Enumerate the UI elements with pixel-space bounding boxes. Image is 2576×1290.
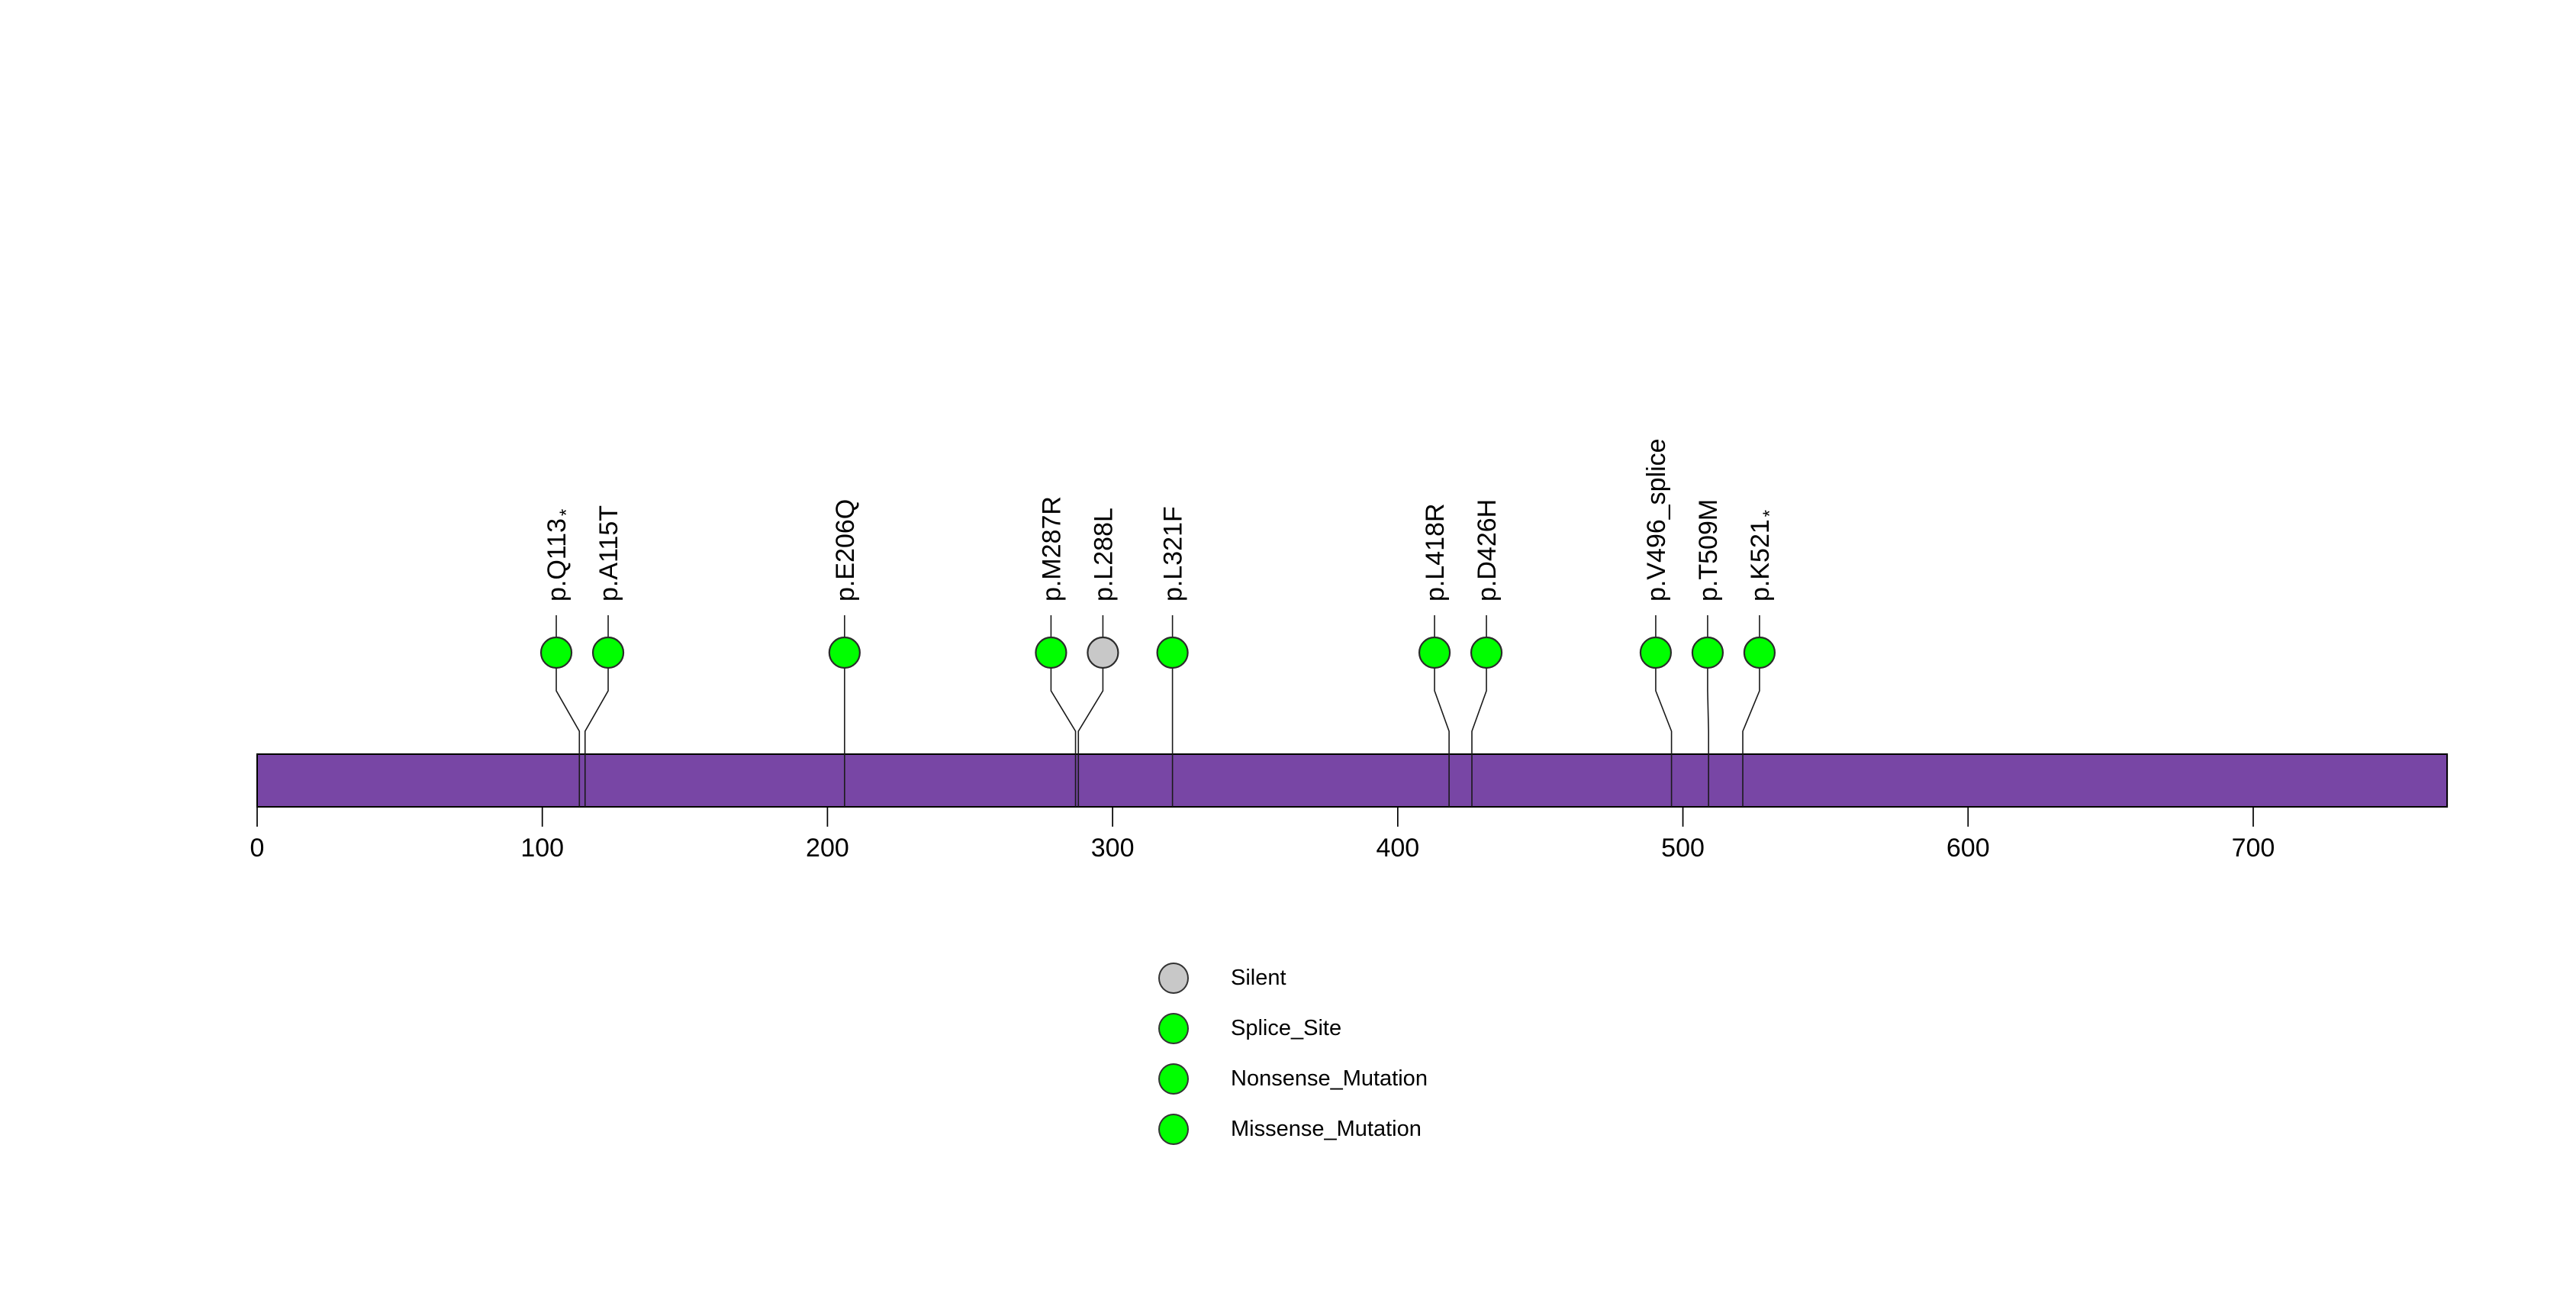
mutation-label: p.Q113* <box>543 509 577 601</box>
axis-tick-label: 300 <box>1091 834 1135 863</box>
lollipop-circle <box>1035 636 1067 669</box>
lollipop-circle <box>1639 636 1673 669</box>
legend-item: Nonsense_Mutation <box>1158 1053 1428 1104</box>
axis-group: 0 100 200 300 400 500 600 700 <box>250 807 2275 863</box>
stems-group <box>555 615 1760 807</box>
lollipop-stem <box>1434 668 1450 807</box>
legend-label: Nonsense_Mutation <box>1231 1066 1428 1091</box>
lollipop-circle <box>1691 636 1724 669</box>
lollipop-stem <box>1050 668 1077 807</box>
lollipop-circle <box>1156 636 1189 669</box>
lollipop-stem <box>555 668 581 807</box>
legend-swatch-icon <box>1158 1012 1189 1044</box>
mutation-label: p.M287R <box>1037 496 1066 601</box>
lollipop-stem <box>1742 668 1760 807</box>
lollipop-circle <box>1087 636 1119 669</box>
mutation-label: p.K521* <box>1746 510 1780 601</box>
axis-tick-label: 600 <box>1946 834 1990 863</box>
lollipop-circle <box>539 636 573 669</box>
axis-tick-label: 0 <box>250 834 265 863</box>
circles-group <box>539 636 1776 669</box>
lollipop-stem <box>1471 668 1487 807</box>
mutation-label: p.L288L <box>1089 508 1118 601</box>
lollipop-circle <box>1418 636 1451 669</box>
lollipop-circle <box>1743 636 1776 669</box>
lollipop-circle <box>1470 636 1503 669</box>
mutation-label: p.D426H <box>1473 499 1502 601</box>
mutation-label: p.V496_splice <box>1642 438 1671 601</box>
legend-label: Missense_Mutation <box>1231 1116 1422 1141</box>
legend: Silent Splice_Site Nonsense_Mutation Mis… <box>1158 953 1428 1154</box>
legend-item: Splice_Site <box>1158 1003 1428 1053</box>
labels-group: p.Q113* p.A115T p.E206Q p.M287R p.L288L p.L32… <box>543 438 1780 601</box>
lollipop-stem <box>1655 668 1673 807</box>
axis-tick-label: 700 <box>2232 834 2275 863</box>
legend-label: Splice_Site <box>1231 1015 1342 1040</box>
axis-tick-label: 200 <box>806 834 849 863</box>
axis-tick-label: 400 <box>1376 834 1419 863</box>
legend-swatch-icon <box>1158 962 1189 994</box>
mutation-label: p.L321F <box>1159 506 1188 601</box>
legend-swatch-icon <box>1158 1113 1189 1145</box>
legend-item: Missense_Mutation <box>1158 1104 1428 1154</box>
legend-item: Silent <box>1158 953 1428 1003</box>
legend-label: Silent <box>1231 965 1286 990</box>
protein-bar-group <box>256 753 2449 808</box>
lollipop-stem <box>1077 668 1104 807</box>
lollipop-circle <box>828 636 861 669</box>
mutation-label: p.A115T <box>594 505 623 601</box>
mutation-label: p.L418R <box>1421 503 1450 601</box>
legend-swatch-icon <box>1158 1063 1189 1095</box>
mutation-label: p.T509M <box>1694 499 1723 601</box>
axis-tick-label: 100 <box>520 834 564 863</box>
mutation-label: p.E206Q <box>831 499 860 601</box>
protein-bar <box>256 753 2449 808</box>
axis-tick-label: 500 <box>1661 834 1705 863</box>
lollipop-circle <box>591 636 625 669</box>
lollipop-stem <box>584 668 609 807</box>
